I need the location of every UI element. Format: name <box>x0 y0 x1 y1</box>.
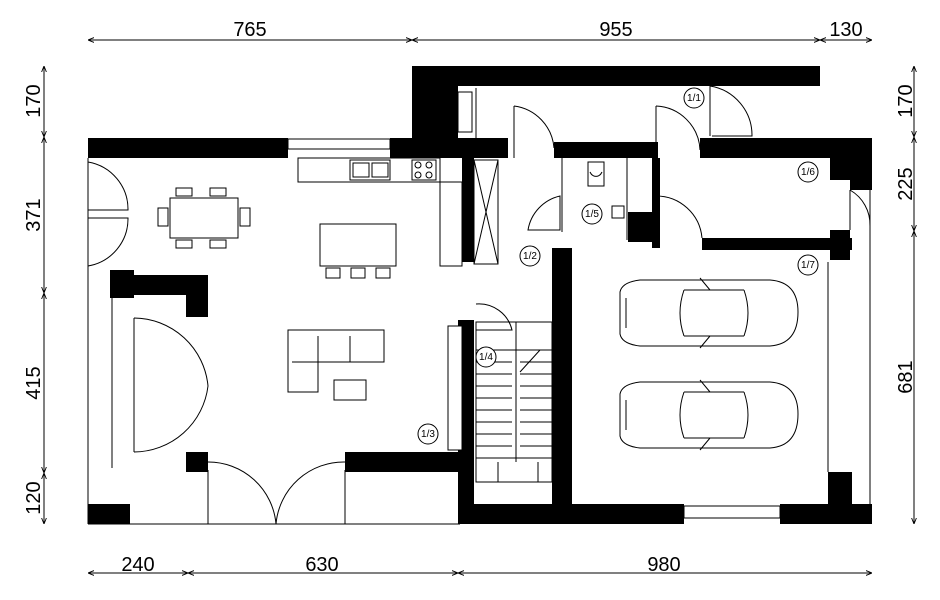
dim-bottom-3: 980 <box>647 554 680 576</box>
dim-top-3: 130 <box>829 19 862 41</box>
dim-right-1: 170 <box>895 84 917 117</box>
svg-text:1/2: 1/2 <box>523 251 537 262</box>
room-label-1-3: 1/3 <box>417 423 439 445</box>
room-label-1-5: 1/5 <box>581 203 603 225</box>
sofa <box>287 329 385 401</box>
dim-left-1: 170 <box>23 84 45 117</box>
svg-text:1/7: 1/7 <box>801 260 815 271</box>
dim-right-2: 225 <box>895 167 917 200</box>
dim-right-3: 681 <box>895 360 917 393</box>
doors <box>87 85 871 525</box>
dim-bottom-2: 630 <box>305 554 338 576</box>
dim-top-2: 955 <box>599 19 632 41</box>
svg-text:1/1: 1/1 <box>687 93 701 104</box>
room-label-1-1: 1/1 <box>683 87 705 109</box>
svg-text:1/3: 1/3 <box>421 429 435 440</box>
room-label-1-2: 1/2 <box>519 245 541 267</box>
dimension-lines <box>44 40 914 573</box>
dining-set <box>157 187 251 249</box>
wc-fixtures <box>587 161 625 219</box>
dim-bottom-1: 240 <box>121 554 154 576</box>
kitchen <box>297 157 499 279</box>
car-2 <box>619 379 799 451</box>
windows <box>287 91 781 519</box>
staircase <box>447 321 553 483</box>
walls <box>88 66 872 524</box>
dim-top-1: 765 <box>233 19 266 41</box>
room-label-1-7: 1/7 <box>797 254 819 276</box>
dim-left-2: 371 <box>23 198 45 231</box>
svg-text:1/4: 1/4 <box>479 352 493 363</box>
dim-left-4: 120 <box>23 481 45 514</box>
room-label-1-4: 1/4 <box>475 346 497 368</box>
thin-outlines <box>87 88 871 525</box>
room-label-1-6: 1/6 <box>797 161 819 183</box>
dimension-labels: 765 955 130 240 630 980 170 371 415 120 … <box>23 19 917 576</box>
car-1 <box>619 277 799 349</box>
dim-left-3: 415 <box>23 366 45 399</box>
svg-text:1/5: 1/5 <box>585 209 599 220</box>
room-labels: 1/1 1/2 1/3 1/4 1/5 1/6 1/7 <box>417 87 819 445</box>
svg-text:1/6: 1/6 <box>801 167 815 178</box>
